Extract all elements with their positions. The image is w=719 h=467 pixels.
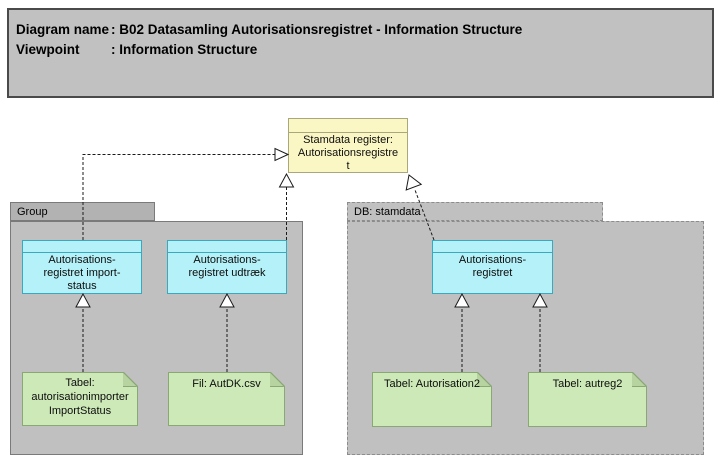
note-fill-shape: [529, 373, 646, 426]
realization-arrowhead-icon: [278, 172, 295, 188]
viewpoint-label: Viewpoint: [16, 42, 80, 57]
diagram-name-value: : B02 Datasamling Autorisationsregistret…: [111, 22, 523, 37]
group-container-label: Group: [17, 206, 48, 218]
object-udtraek-label: Autorisations- registret udtræk: [188, 254, 266, 279]
note-fill-shape: [169, 373, 284, 425]
object-import-status-strip: [23, 241, 141, 253]
viewpoint-row: Viewpoint : Information Structure: [16, 40, 712, 60]
note-fill-shape: [23, 373, 137, 425]
realization-arrowhead-icon: [405, 174, 423, 191]
object-stamdata-register: Stamdata register: Autorisationsregistre…: [288, 118, 408, 173]
db-stamdata-container-tab: DB: stamdata: [347, 202, 603, 221]
diagram-name-label: Diagram name: [16, 22, 110, 37]
object-udtraek-strip: [168, 241, 286, 253]
note-tabel-autorisationimporter-importstatus: Tabel: autorisationimporter ImportStatus: [22, 372, 138, 426]
diagram-name-row: Diagram name : B02 Datasamling Autorisat…: [16, 20, 712, 40]
realization-arrowhead-icon: [274, 147, 290, 162]
note-tabel-autreg2: Tabel: autreg2: [528, 372, 647, 427]
object-autorisationsregistret-db-strip: [433, 241, 552, 253]
object-autorisationsregistret-db-label: Autorisations- registret: [458, 254, 527, 279]
db-stamdata-container-label: DB: stamdata: [354, 206, 421, 218]
note-tabel-autreg2-label: Tabel: autreg2: [552, 378, 623, 390]
note-tabel-autorisation2: Tabel: Autorisation2: [372, 372, 492, 427]
object-import-status-label: Autorisations- registret import- status: [43, 254, 121, 292]
note-tabel-autorisationimporter-importstatus-label: Tabel: autorisationimporter ImportStatus: [31, 377, 129, 417]
note-fil-autdk-csv-label: Fil: AutDK.csv: [192, 378, 261, 390]
object-stamdata-register-strip: [289, 119, 407, 133]
diagram-title-block: Diagram name : B02 Datasamling Autorisat…: [7, 8, 714, 98]
note-fill-shape: [373, 373, 491, 426]
group-container-tab: Group: [10, 202, 155, 221]
object-autorisationsregistret-db: Autorisations- registret: [432, 240, 553, 294]
viewpoint-value: : Information Structure: [111, 42, 258, 57]
note-tabel-autorisation2-label: Tabel: Autorisation2: [383, 378, 480, 390]
object-autorisationsregistret-udtraek: Autorisations- registret udtræk: [167, 240, 287, 294]
note-fil-autdk-csv: Fil: AutDK.csv: [168, 372, 285, 426]
object-stamdata-register-label: Stamdata register: Autorisationsregistre…: [297, 134, 399, 172]
object-autorisationsregistret-import-status: Autorisations- registret import- status: [22, 240, 142, 294]
